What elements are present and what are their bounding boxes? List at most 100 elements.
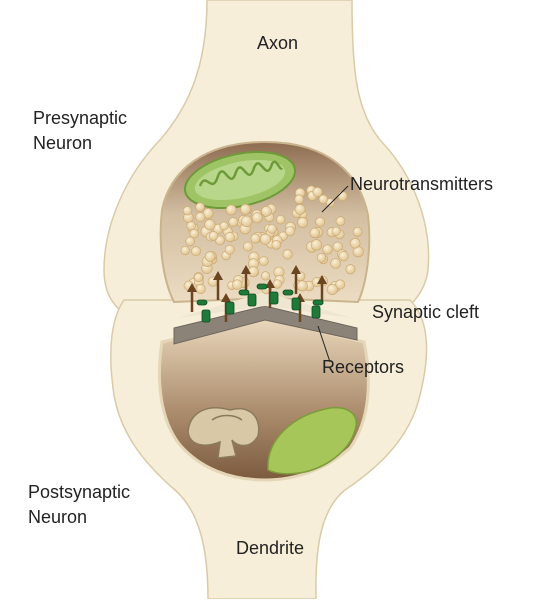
vesicle <box>193 272 204 283</box>
vesicle <box>191 246 201 257</box>
vesicle <box>204 251 216 262</box>
vesicle <box>208 231 219 241</box>
vesicle <box>185 236 195 247</box>
neurotransmitter-vesicles <box>180 185 364 295</box>
synaptic-cleft-surface <box>178 292 352 318</box>
presynaptic-neuron-label: Presynaptic Neuron <box>33 106 127 156</box>
vesicle <box>204 219 216 231</box>
receptor <box>238 289 250 296</box>
vesicle <box>195 202 205 212</box>
vesicle <box>224 244 235 255</box>
axon-label: Axon <box>257 31 298 56</box>
vesicle <box>180 245 190 256</box>
release-arrow-head <box>221 293 231 302</box>
receptor <box>256 283 268 290</box>
axon-text: Axon <box>257 33 299 53</box>
release-arrow-head <box>265 279 275 288</box>
vesicle <box>309 227 320 239</box>
release-arrow-head <box>317 275 327 284</box>
postsynaptic-nucleus <box>267 406 357 475</box>
vesicle <box>337 191 348 202</box>
release-arrow-head <box>241 265 251 274</box>
vesicle <box>349 238 361 249</box>
vesicle <box>271 240 282 250</box>
vesicle <box>332 241 343 252</box>
presynaptic-line2: Neuron <box>33 133 93 153</box>
vesicle <box>260 205 272 217</box>
receptor <box>196 299 208 306</box>
vesicle <box>228 217 239 227</box>
vesicle <box>259 233 272 245</box>
receptor <box>247 293 257 307</box>
golgi-apparatus <box>187 407 260 459</box>
receptor <box>282 289 294 296</box>
vesicle <box>189 228 199 239</box>
receptor <box>312 299 324 306</box>
vesicle <box>258 256 269 266</box>
postsynaptic-line1: Postsynaptic <box>28 482 131 502</box>
presynaptic-line1: Presynaptic <box>33 108 128 128</box>
vesicle <box>247 266 259 278</box>
postsynaptic-line2: Neuron <box>28 507 88 527</box>
vesicle <box>276 215 286 225</box>
vesicle <box>251 212 263 224</box>
vesicle <box>224 232 235 243</box>
vesicle <box>316 253 327 263</box>
vesicle <box>261 271 271 281</box>
synaptic-cleft-label: Synaptic cleft <box>372 300 479 325</box>
neurotransmitters-leader-line <box>321 185 349 213</box>
neurotransmitters-label: Neurotransmitters <box>350 172 493 197</box>
receptor <box>311 305 321 319</box>
vesicle <box>285 226 296 237</box>
vesicle <box>331 226 341 236</box>
vesicle <box>315 216 326 227</box>
vesicle <box>267 224 277 234</box>
receptors-label: Receptors <box>322 355 404 380</box>
vesicle <box>195 283 206 294</box>
dendrite-label: Dendrite <box>236 536 304 561</box>
synaptic-cleft-text: Synaptic cleft <box>372 302 480 322</box>
receptor <box>225 301 235 315</box>
receptor <box>291 297 301 311</box>
vesicle <box>240 215 253 228</box>
vesicle <box>296 280 308 292</box>
receptors-group <box>196 283 324 323</box>
vesicle <box>326 283 338 295</box>
vesicle <box>225 204 237 216</box>
vesicle <box>310 239 323 251</box>
vesicle <box>330 258 341 269</box>
vesicle <box>335 279 346 290</box>
vesicle <box>345 264 356 275</box>
vesicle <box>219 221 229 231</box>
vesicle <box>195 212 206 223</box>
vesicle <box>243 241 254 252</box>
postsynaptic-neuron-label: Postsynaptic Neuron <box>28 480 130 530</box>
vesicle <box>232 279 243 290</box>
vesicle <box>297 217 308 228</box>
vesicle <box>182 206 192 216</box>
release-arrow-head <box>187 283 197 292</box>
receptor <box>201 309 211 323</box>
mitochondrion <box>183 151 297 209</box>
neurotransmitters-text: Neurotransmitters <box>350 174 494 194</box>
vesicle <box>294 194 305 205</box>
vesicle <box>282 249 293 260</box>
vesicle <box>312 187 323 198</box>
receptors-text: Receptors <box>322 357 405 377</box>
vesicle <box>294 203 306 215</box>
dendrite-text: Dendrite <box>236 538 305 558</box>
vesicle <box>272 279 283 289</box>
vesicle <box>322 244 333 255</box>
vesicle <box>239 203 251 215</box>
vesicle <box>250 233 261 244</box>
vesicle <box>335 216 346 226</box>
vesicle <box>186 221 196 231</box>
vesicle <box>338 251 349 262</box>
receptor <box>269 291 279 305</box>
release-arrow-head <box>213 271 223 280</box>
vesicle <box>352 227 363 237</box>
release-arrow-head <box>291 265 301 274</box>
vesicle <box>318 194 328 205</box>
